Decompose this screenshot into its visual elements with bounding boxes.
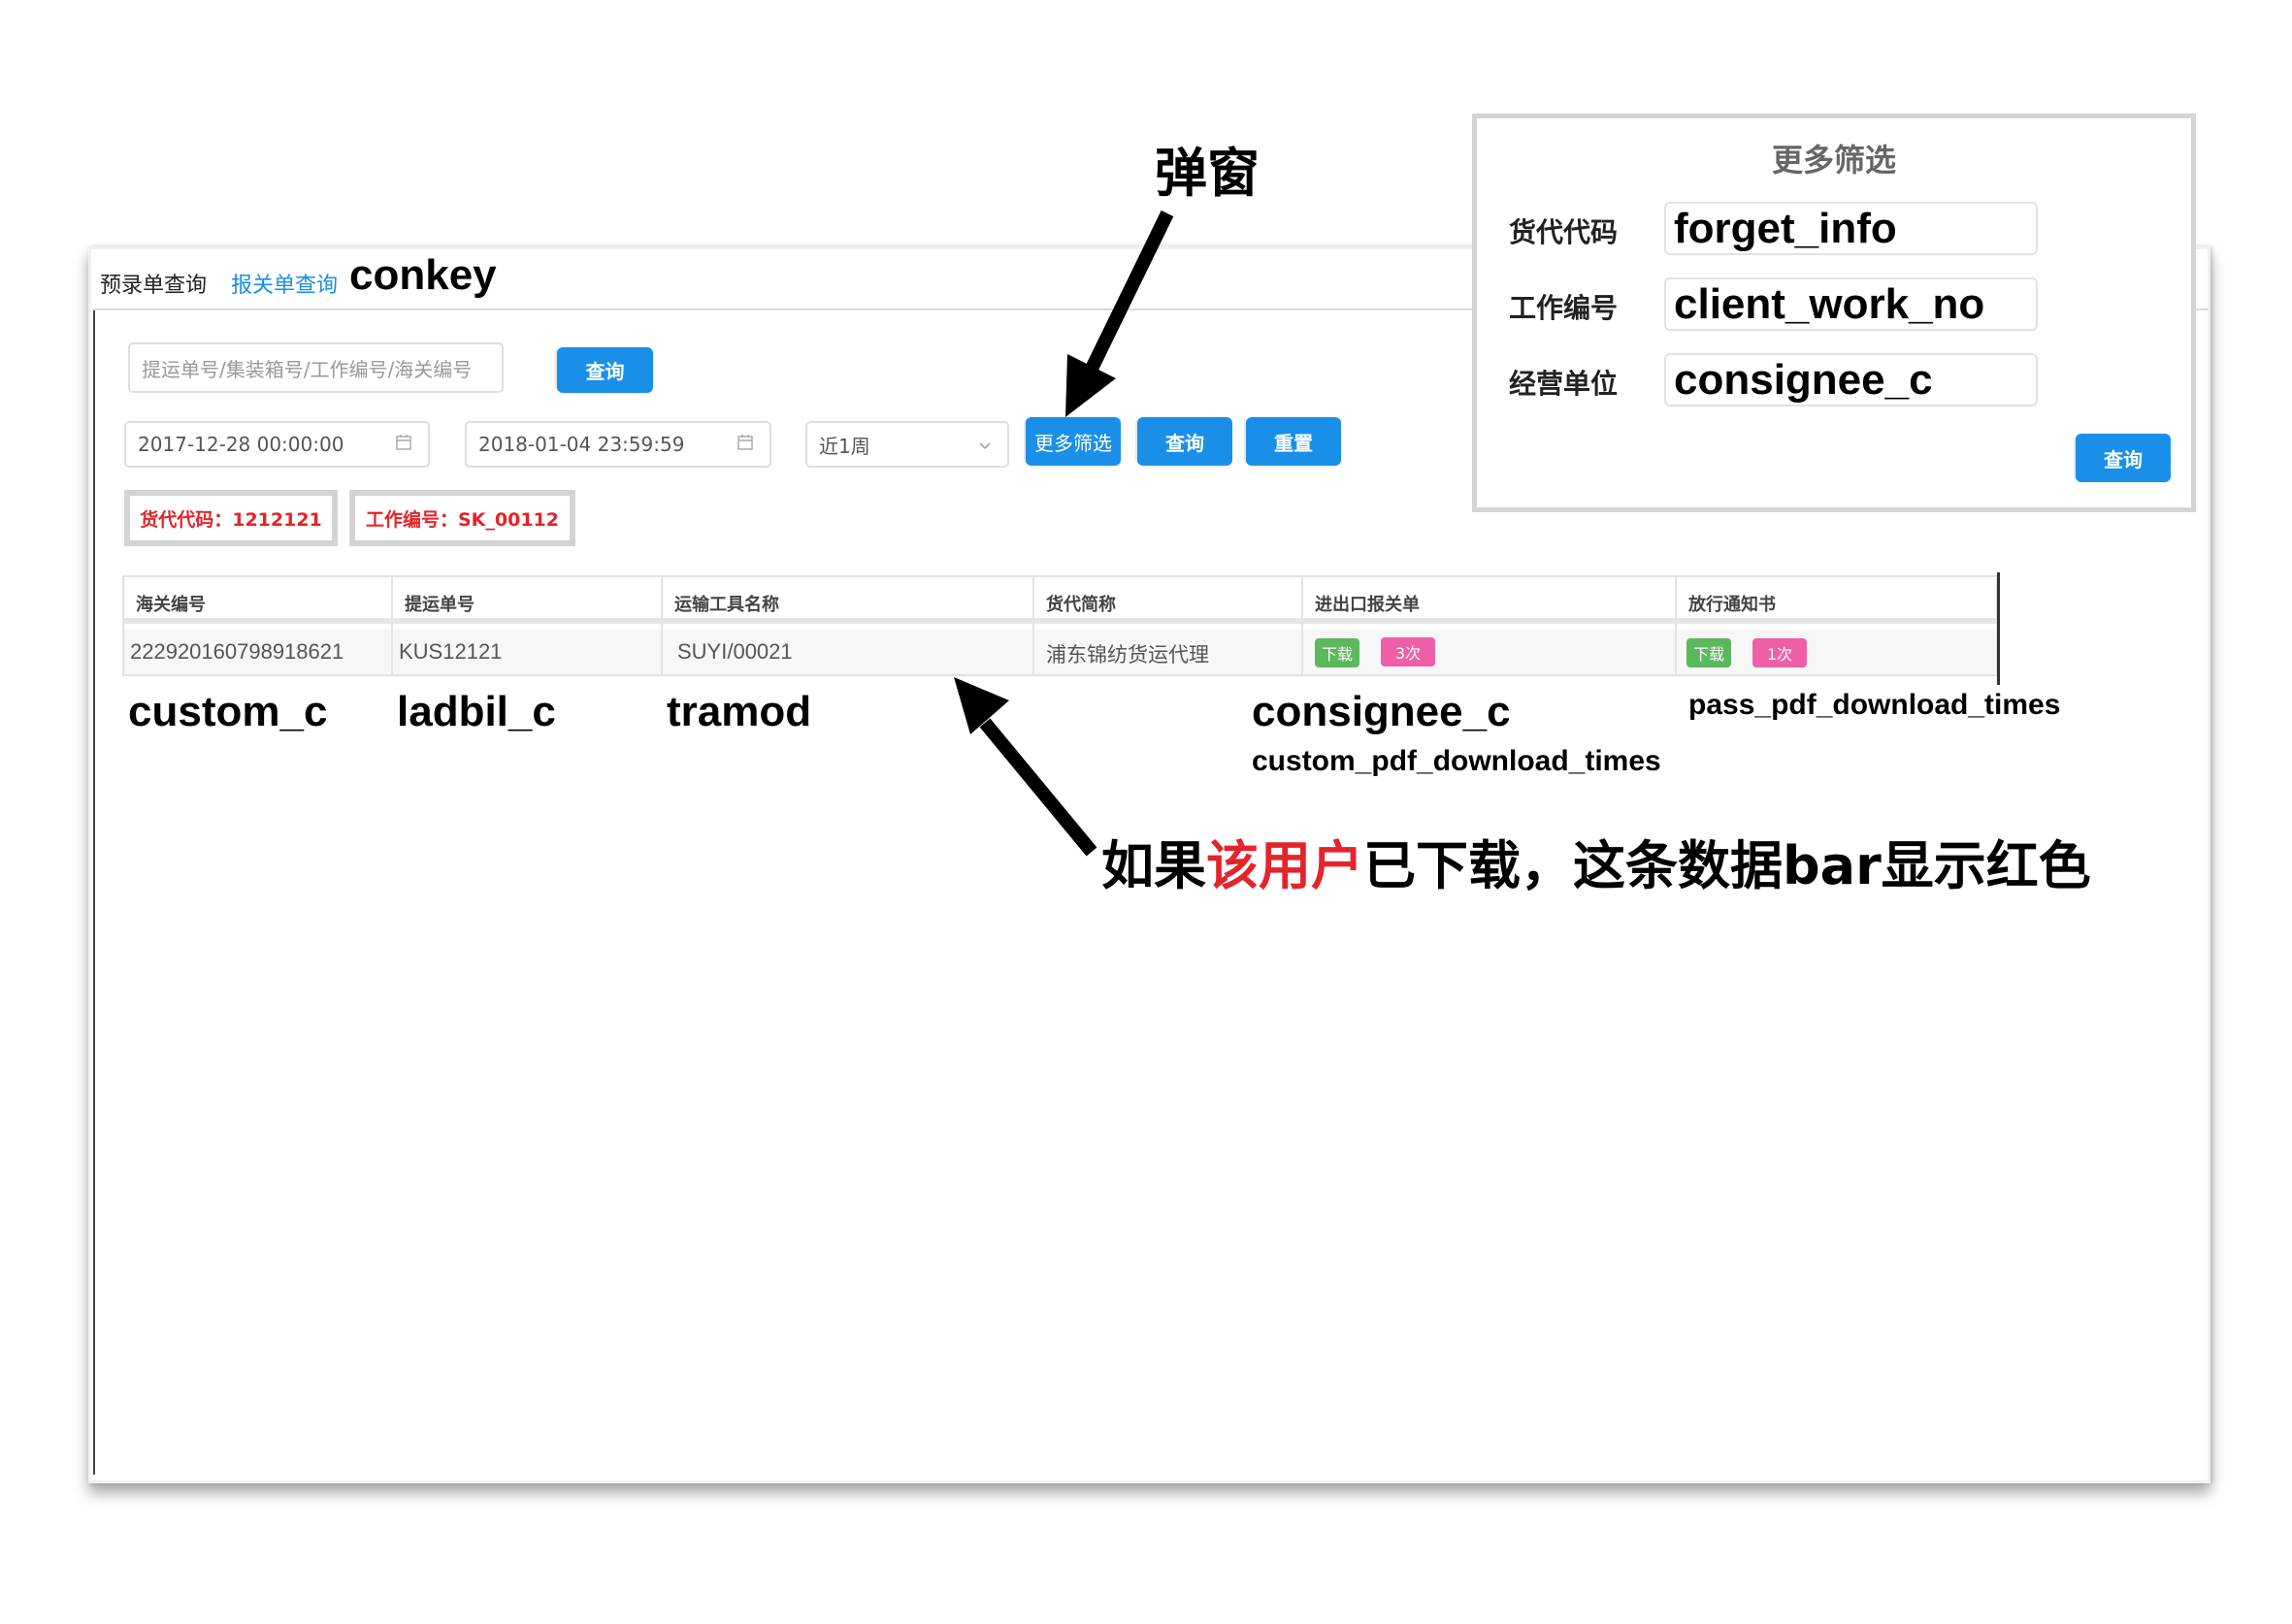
cell-transport: SUYI/00021	[677, 639, 793, 664]
start-date-value: 2017-12-28 00:00:00	[138, 433, 344, 456]
date-range-select[interactable]: 近1周	[805, 421, 1009, 468]
start-date-picker[interactable]: 2017-12-28 00:00:00	[124, 421, 430, 468]
column-header-bill-no: 提运单号	[405, 595, 475, 615]
modal-input-work-no[interactable]: client_work_no	[1664, 277, 2038, 331]
annotation-consignee-c: consignee_c	[1252, 688, 1511, 735]
column-header-transport: 运输工具名称	[674, 595, 779, 615]
filter-tag-work-no[interactable]: 工作编号：SK_00112	[349, 490, 575, 546]
more-filters-modal: 更多筛选 货代代码 forget_info 工作编号 client_work_n…	[1472, 114, 2196, 512]
modal-label-business-unit: 经营单位	[1509, 368, 1619, 400]
annotation-custom-c: custom_c	[128, 688, 328, 735]
modal-field-forget-info: forget_info	[1674, 204, 1897, 252]
panel-edge	[93, 310, 95, 1475]
annotation-ladbil-c: ladbil_c	[397, 688, 556, 735]
tab-preentry-query[interactable]: 预录单查询	[100, 274, 208, 298]
column-divider	[1032, 577, 1034, 674]
arrow-icon	[1065, 210, 1174, 417]
calendar-icon	[395, 433, 412, 456]
query-button[interactable]: 查询	[1137, 417, 1232, 466]
modal-input-business-unit[interactable]: consignee_c	[1664, 353, 2038, 406]
search-field-annotation: conkey	[349, 251, 497, 299]
annotation-note-highlight: 该用户	[1206, 835, 1363, 896]
column-divider	[391, 577, 393, 674]
table-row[interactable]: 222920160798918621 KUS12121 SUYI/00021 浦…	[124, 630, 1996, 674]
search-placeholder: 提运单号/集装箱号/工作编号/海关编号	[142, 357, 473, 381]
column-header-pass-pdf: 放行通知书	[1688, 595, 1776, 615]
chevron-down-icon	[978, 433, 992, 456]
annotation-note-suffix: 已下载，这条数据bar显示红色	[1363, 835, 2091, 896]
search-input[interactable]: 提运单号/集装箱号/工作编号/海关编号	[128, 342, 504, 393]
table-edge	[1997, 572, 2000, 685]
cell-bill-no: KUS12121	[399, 639, 503, 664]
annotation-note-prefix: 如果	[1101, 835, 1206, 896]
column-divider	[1675, 577, 1677, 674]
column-divider	[1301, 577, 1303, 674]
annotation-popup-label: 弹窗	[1155, 143, 1260, 204]
cell-forwarder: 浦东锦纺货运代理	[1046, 643, 1209, 666]
modal-input-forwarder-code[interactable]: forget_info	[1664, 202, 2038, 255]
date-range-value: 近1周	[819, 434, 870, 458]
modal-field-consignee-c: consignee_c	[1674, 355, 1933, 404]
results-table: 海关编号 提运单号 运输工具名称 货代简称 进出口报关单 放行通知书 22292…	[122, 575, 1998, 676]
table-header: 海关编号 提运单号 运输工具名称 货代简称 进出口报关单 放行通知书	[124, 577, 1996, 624]
column-header-customs-pdf: 进出口报关单	[1315, 595, 1420, 615]
end-date-picker[interactable]: 2018-01-04 23:59:59	[465, 421, 771, 468]
end-date-value: 2018-01-04 23:59:59	[478, 433, 685, 456]
more-filters-button[interactable]: 更多筛选	[1026, 417, 1121, 466]
pass-pdf-download-count: 1次	[1752, 638, 1807, 667]
customs-pdf-download-button[interactable]: 下载	[1315, 638, 1359, 667]
pass-pdf-download-button[interactable]: 下载	[1686, 638, 1731, 667]
cell-customs-no: 222920160798918621	[130, 639, 344, 664]
column-header-customs-no: 海关编号	[136, 595, 206, 615]
reset-button[interactable]: 重置	[1246, 417, 1341, 466]
modal-field-client-work-no: client_work_no	[1674, 279, 1985, 328]
filter-tag-forwarder-code[interactable]: 货代代码：1212121	[124, 490, 338, 546]
modal-label-work-no: 工作编号	[1509, 292, 1619, 324]
modal-query-button[interactable]: 查询	[2076, 434, 2171, 482]
arrow-icon	[954, 677, 1097, 857]
modal-label-forwarder-code: 货代代码	[1509, 216, 1619, 248]
customs-pdf-download-count: 3次	[1381, 637, 1435, 666]
column-divider	[661, 577, 663, 674]
annotation-custom-pdf-times: custom_pdf_download_times	[1252, 745, 1661, 777]
search-button[interactable]: 查询	[557, 347, 653, 393]
modal-title: 更多筛选	[1771, 142, 1896, 179]
annotation-note: 如果该用户已下载，这条数据bar显示红色	[1101, 840, 2091, 893]
tab-divider	[93, 309, 2209, 310]
annotation-pass-pdf-times: pass_pdf_download_times	[1688, 689, 2061, 721]
tab-declaration-query[interactable]: 报关单查询	[231, 274, 339, 298]
annotation-tramod: tramod	[667, 688, 812, 735]
column-header-forwarder: 货代简称	[1046, 595, 1116, 615]
calendar-icon	[737, 433, 754, 456]
